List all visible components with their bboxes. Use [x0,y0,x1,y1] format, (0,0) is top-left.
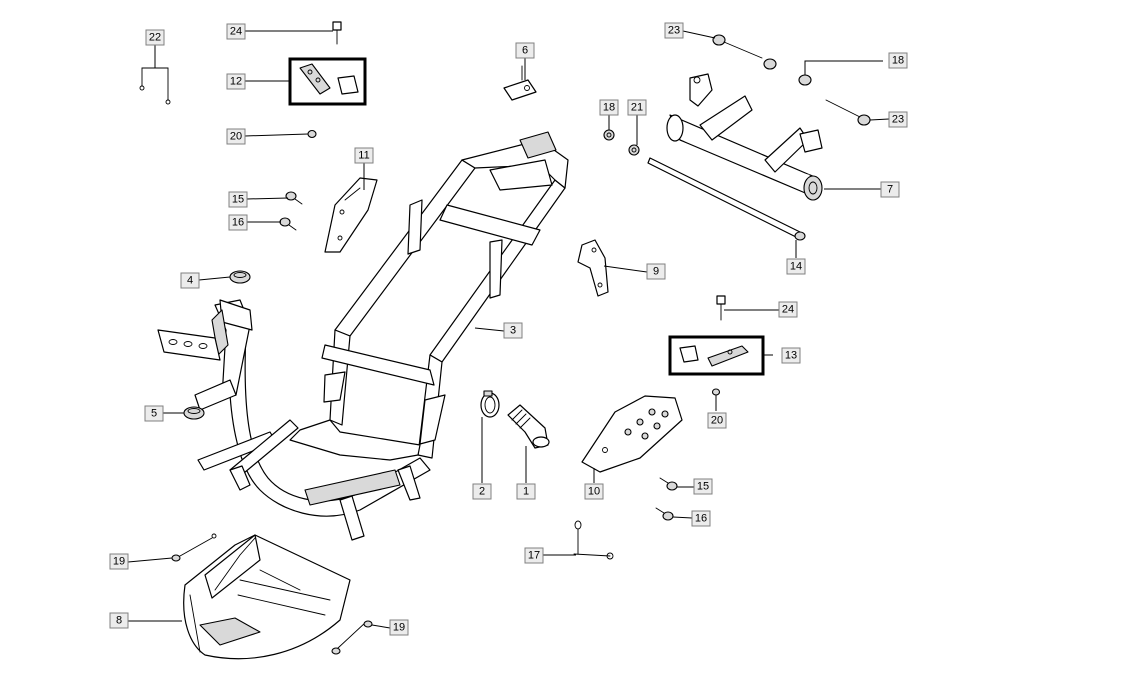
callout-20-top: 20 [226,128,246,145]
svg-text:22: 22 [149,32,161,44]
callout-5: 5 [144,405,164,422]
part-19-fastener-bottom [331,620,373,655]
svg-text:18: 18 [892,55,904,67]
svg-text:12: 12 [230,76,242,88]
part-19-fastener-top [171,533,217,562]
part-6-plate [503,65,537,101]
part-24-bolt-right [716,295,726,321]
callout-7: 7 [880,181,900,198]
svg-text:15: 15 [697,481,709,493]
svg-text:20: 20 [230,131,242,143]
svg-text:5: 5 [151,408,157,420]
part-18-nut-small [603,129,615,141]
part-18-nut-right [763,58,812,86]
callout-2: 2 [472,483,492,500]
callout-4: 4 [180,272,200,289]
svg-text:1: 1 [523,486,529,498]
callout-11: 11 [354,147,374,164]
svg-text:8: 8 [116,615,122,627]
svg-text:21: 21 [631,102,643,114]
leader-lines [127,30,890,629]
svg-text:2: 2 [479,486,485,498]
part-9-bracket [577,239,609,297]
part-10-footrest [581,395,683,473]
callout-21: 21 [627,99,647,116]
part-11-bracket [324,177,378,253]
callout-19-bottom: 19 [389,619,409,636]
callout-3: 3 [503,322,523,339]
svg-text:20: 20 [711,415,723,427]
callout-8: 8 [109,612,129,629]
part-15-screw-right [659,477,678,491]
svg-text:16: 16 [695,513,707,525]
callout-16-left: 16 [228,214,248,231]
callout-18-right: 18 [888,52,908,69]
part-4-grommet [229,270,251,284]
callout-15-right: 15 [693,478,713,495]
callout-15-left: 15 [228,191,248,208]
callout-1: 1 [516,483,536,500]
svg-text:19: 19 [113,556,125,568]
part-24-bolt-top [332,21,342,45]
part-5-grommet [183,406,205,420]
part-23-bolt-top [712,34,763,59]
svg-text:19: 19 [393,622,405,634]
callout-22: 22 [145,29,165,46]
svg-text:16: 16 [232,217,244,229]
callout-23-right: 23 [888,111,908,128]
svg-text:23: 23 [668,25,680,37]
part-8-undercover [183,534,351,660]
svg-text:9: 9 [653,266,659,278]
part-16-screw-right [655,507,674,521]
svg-text:23: 23 [892,114,904,126]
svg-text:24: 24 [782,304,794,316]
part-23-bolt-right [825,99,871,126]
callout-16-right: 16 [691,510,711,527]
part-13-kit [668,335,765,376]
part-12-kit [288,57,367,106]
callout-12: 12 [226,73,246,90]
callout-24-top: 24 [226,23,246,40]
part-15-screw-left [285,191,303,205]
callout-13: 13 [781,347,801,364]
callout-9: 9 [646,263,666,280]
svg-text:18: 18 [603,102,615,114]
part-2-clamp [480,390,500,418]
callout-14: 14 [786,258,806,275]
part-20-nut-right [711,388,721,396]
svg-text:7: 7 [887,184,893,196]
part-14-axle [647,157,806,241]
callout-18-mid: 18 [599,99,619,116]
svg-text:13: 13 [785,350,797,362]
callout-20-right: 20 [707,412,727,429]
part-20-nut-top [307,129,317,139]
part-1-intake-boot [507,404,550,449]
svg-text:14: 14 [790,261,802,273]
callout-23-top: 23 [664,22,684,39]
part-16-screw-left [279,217,297,231]
part-17-cable-tie [573,520,614,560]
svg-text:17: 17 [528,550,540,562]
svg-text:11: 11 [358,150,369,162]
svg-text:6: 6 [522,45,528,57]
callout-10: 10 [584,483,604,500]
svg-text:4: 4 [187,275,193,287]
svg-text:24: 24 [230,26,242,38]
callout-6: 6 [515,42,535,59]
svg-text:10: 10 [588,486,600,498]
callout-17: 17 [524,547,544,564]
part-3-main-frame [157,131,569,541]
part-21-washer [628,144,640,156]
part-22-cable-tie [139,67,171,105]
callout-19-top: 19 [109,553,129,570]
svg-text:15: 15 [232,194,244,206]
part-7-engine-mount [666,73,823,201]
callout-24-right: 24 [778,301,798,318]
svg-text:3: 3 [510,325,516,337]
